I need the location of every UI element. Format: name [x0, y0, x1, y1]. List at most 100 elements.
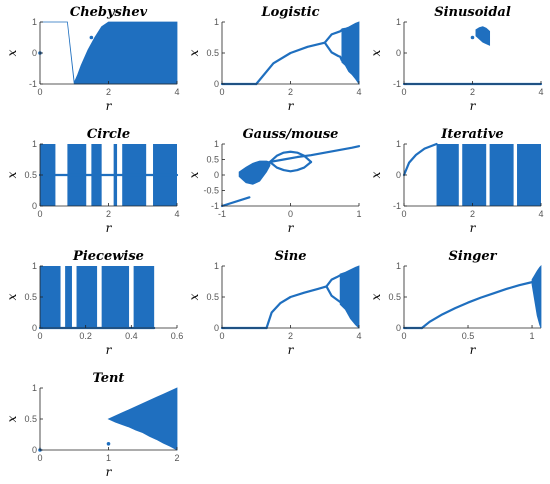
chaos-band: [341, 21, 360, 86]
y-tick-label: 0.5: [206, 48, 219, 58]
x-tick-label: 0.4: [125, 331, 138, 341]
chaos-band: [238, 160, 271, 185]
x-tick-label: 0: [401, 331, 406, 341]
data-point: [106, 442, 111, 446]
panel-title: Singer: [449, 249, 498, 264]
panel-title: Chebyshev: [70, 5, 148, 20]
y-tick-label: -1: [211, 201, 219, 211]
chaos-strip: [101, 266, 130, 328]
chaos-band: [107, 387, 178, 451]
x-tick-label: 0.5: [462, 331, 475, 341]
y-tick-label: -1: [393, 201, 401, 211]
x-tick-label: 1: [106, 453, 111, 463]
panel-6: 0 0.2 0.4 0.6 0 0.5 1 Piecewise r x: [5, 249, 183, 357]
x-tick-label: 2: [470, 209, 475, 219]
x-tick-label: 4: [174, 87, 179, 97]
y-axis-label: x: [5, 171, 19, 178]
x-tick-label: 0: [37, 209, 42, 219]
bifurcation-branch: [325, 274, 342, 288]
panel-title: Iterative: [440, 127, 503, 142]
x-tick-label: 0.2: [79, 331, 92, 341]
y-tick-label: 0.5: [388, 292, 401, 302]
x-axis-label: r: [470, 221, 477, 235]
chaos-strip: [40, 266, 61, 328]
y-axis-label: x: [187, 49, 201, 56]
bifurcation-branch: [268, 150, 313, 164]
y-tick-label: 1: [396, 261, 401, 271]
x-tick-label: 2: [106, 87, 111, 97]
y-axis-label: x: [5, 293, 19, 300]
x-tick-label: 4: [538, 209, 543, 219]
x-axis-label: r: [288, 99, 295, 113]
x-tick-label: 1: [530, 331, 535, 341]
y-tick-label: 0: [32, 323, 37, 333]
y-tick-label: 0: [32, 201, 37, 211]
x-axis-label: r: [106, 221, 113, 235]
x-tick-label: -1: [218, 209, 226, 219]
chaos-strip: [436, 144, 459, 206]
y-tick-label: 1: [396, 139, 401, 149]
y-tick-label: 0: [32, 48, 37, 58]
chaos-band: [339, 265, 360, 329]
x-tick-label: 0: [219, 331, 224, 341]
y-tick-label: -1: [393, 79, 401, 89]
x-tick-label: 4: [356, 331, 361, 341]
y-axis-label: x: [369, 49, 383, 56]
bifurcation-branch: [323, 41, 343, 62]
y-axis-label: x: [5, 49, 19, 56]
x-tick-label: 4: [356, 87, 361, 97]
y-axis-label: x: [187, 171, 201, 178]
x-axis-label: r: [106, 99, 113, 113]
panel-8: 0 0.5 1 0 0.5 1 Singer r x: [369, 249, 542, 357]
x-tick-label: 2: [174, 453, 179, 463]
y-tick-label: 0: [214, 323, 219, 333]
bifurcation-branch: [323, 28, 343, 44]
chaos-strip: [65, 266, 72, 328]
y-tick-label: 1: [32, 261, 37, 271]
y-tick-label: -0.5: [203, 186, 219, 196]
x-tick-label: 0: [37, 331, 42, 341]
chaos-strip: [489, 144, 514, 206]
y-tick-label: 0.5: [206, 292, 219, 302]
chaos-strip: [517, 144, 541, 206]
y-axis-label: x: [5, 415, 19, 422]
x-axis-label: r: [106, 343, 113, 357]
y-tick-label: 0: [396, 170, 401, 180]
chaos-strip: [133, 266, 155, 328]
x-axis-label: r: [470, 99, 477, 113]
bifurcation-branch: [255, 41, 326, 86]
bifurcation-branch: [268, 160, 313, 173]
y-tick-label: 0.5: [206, 155, 219, 165]
x-tick-label: 1: [356, 209, 361, 219]
y-tick-label: 0: [396, 48, 401, 58]
bifurcation-branch: [325, 285, 342, 304]
chaos-band: [40, 21, 178, 85]
bifurcation-branch: [265, 285, 328, 330]
y-tick-label: 1: [32, 139, 37, 149]
y-axis-label: x: [369, 293, 383, 300]
panel-title: Gauss/mouse: [243, 127, 339, 142]
panel-title: Piecewise: [72, 249, 144, 264]
x-tick-label: 4: [174, 209, 179, 219]
y-tick-label: 0.5: [24, 170, 37, 180]
y-tick-label: 0: [32, 445, 37, 455]
bifurcation-branch: [420, 281, 534, 330]
y-tick-label: 0.5: [24, 292, 37, 302]
x-tick-label: 0.6: [171, 331, 184, 341]
chaos-band: [531, 265, 542, 329]
panel-title: Sinusoidal: [434, 5, 511, 20]
x-tick-label: 2: [470, 87, 475, 97]
data-point: [89, 35, 94, 40]
bifurcation-branch: [402, 142, 438, 177]
y-axis-label: x: [187, 293, 201, 300]
x-axis-label: r: [470, 343, 477, 357]
y-tick-label: 0: [396, 323, 401, 333]
y-tick-label: 0: [214, 170, 219, 180]
